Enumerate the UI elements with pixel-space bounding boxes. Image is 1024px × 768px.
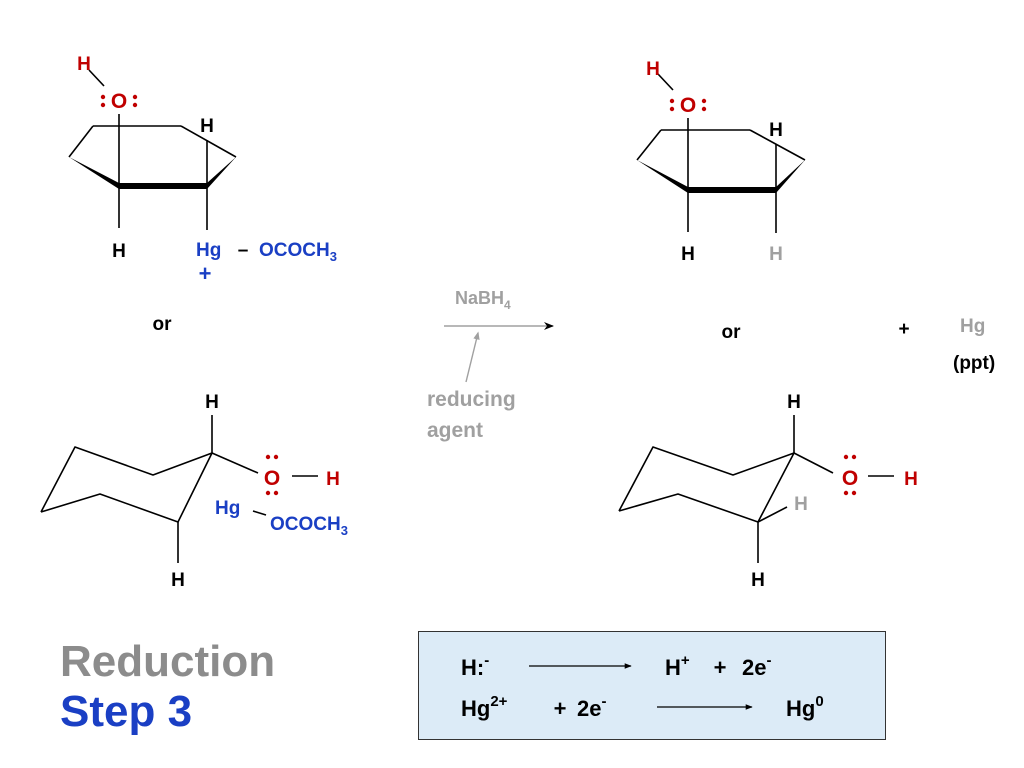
or-label-left: or	[153, 314, 173, 335]
mercury-electrons: 2e-	[577, 693, 606, 721]
hydride-left: H:-	[461, 652, 489, 680]
bottom-right-oxygen: O	[842, 467, 858, 490]
hydride-right-electrons: 2e-	[742, 652, 771, 680]
bottom-right-molecule: H O H H H	[618, 392, 918, 591]
bottom-left-acetate: OCOCH3	[270, 514, 348, 538]
reagent-note-line1: reducing	[427, 388, 516, 411]
or-label-right: or	[722, 322, 742, 343]
top-left-ring-h-upper: H	[200, 116, 214, 137]
top-right-molecule: H O H H H	[636, 59, 806, 265]
title-step: Step 3	[60, 687, 193, 736]
bottom-left-bonds	[40, 415, 318, 563]
top-left-mercury: Hg	[196, 240, 221, 261]
top-left-bonds	[68, 69, 237, 230]
byproduct-mercury: Hg	[960, 316, 985, 337]
byproduct-plus: +	[898, 319, 909, 340]
top-left-hg-dash: –	[238, 240, 249, 261]
bottom-left-oxygen: O	[264, 467, 280, 490]
bottom-right-h-top: H	[787, 392, 801, 413]
bottom-left-h-top: H	[205, 392, 219, 413]
top-right-oxygen: O	[680, 94, 696, 117]
reaction-arrow-group: NaBH4 reducing agent	[427, 288, 554, 442]
bottom-right-h-bottom: H	[751, 570, 765, 591]
top-right-bonds	[636, 73, 806, 233]
top-right-wedge-right	[776, 160, 805, 193]
top-left-wedge-left	[69, 157, 119, 189]
title-reduction: Reduction	[60, 637, 276, 686]
half-reactions-box: H:- H+ + 2e- Hg2+ + 2e- Hg0	[418, 631, 886, 740]
top-left-hydroxyl-h: H	[77, 54, 91, 75]
bottom-left-h-bottom: H	[171, 570, 185, 591]
mercury-plus: +	[554, 696, 567, 721]
hydride-right-proton: H+	[665, 652, 690, 680]
half-reactions-svg: H:- H+ + 2e- Hg2+ + 2e- Hg0	[461, 652, 824, 721]
top-left-o-lone-pairs	[100, 94, 138, 108]
top-left-molecule: H O H H Hg – OCOCH3 +	[68, 54, 337, 286]
top-left-wedge-right	[207, 157, 236, 189]
top-right-wedge-left	[637, 160, 688, 193]
bottom-left-molecule: H O H Hg OCOCH3 H	[40, 392, 348, 591]
mercury-metal-right: Hg0	[786, 693, 824, 721]
reagent-label: NaBH4	[455, 288, 511, 312]
bottom-right-oh-h: H	[904, 469, 918, 490]
byproduct-group: + Hg (ppt)	[898, 316, 995, 374]
top-left-oxygen: O	[111, 90, 127, 113]
reagent-note-line2: agent	[427, 419, 483, 442]
mercury-ion-left: Hg2+	[461, 693, 508, 721]
bottom-right-o-lone-pairs	[843, 454, 857, 496]
top-right-o-lone-pairs	[669, 98, 707, 112]
bottom-left-oh-h: H	[326, 469, 340, 490]
reagent-pointer-arrow	[465, 331, 480, 383]
top-right-ring-h-upper: H	[769, 120, 783, 141]
bottom-right-new-h: H	[794, 494, 808, 515]
byproduct-ppt: (ppt)	[953, 353, 995, 374]
top-right-new-h: H	[769, 244, 783, 265]
top-left-ring-h-lower: H	[112, 241, 126, 262]
bottom-left-o-lone-pairs	[265, 454, 279, 496]
top-right-hydroxyl-h: H	[646, 59, 660, 80]
hydride-right-plus: +	[714, 655, 727, 680]
top-right-ring-h-lower: H	[681, 244, 695, 265]
top-left-hg-charge: +	[199, 261, 212, 286]
top-left-acetate: OCOCH3	[259, 240, 337, 264]
bottom-left-mercury: Hg	[215, 498, 240, 519]
bottom-right-bonds	[618, 415, 894, 563]
